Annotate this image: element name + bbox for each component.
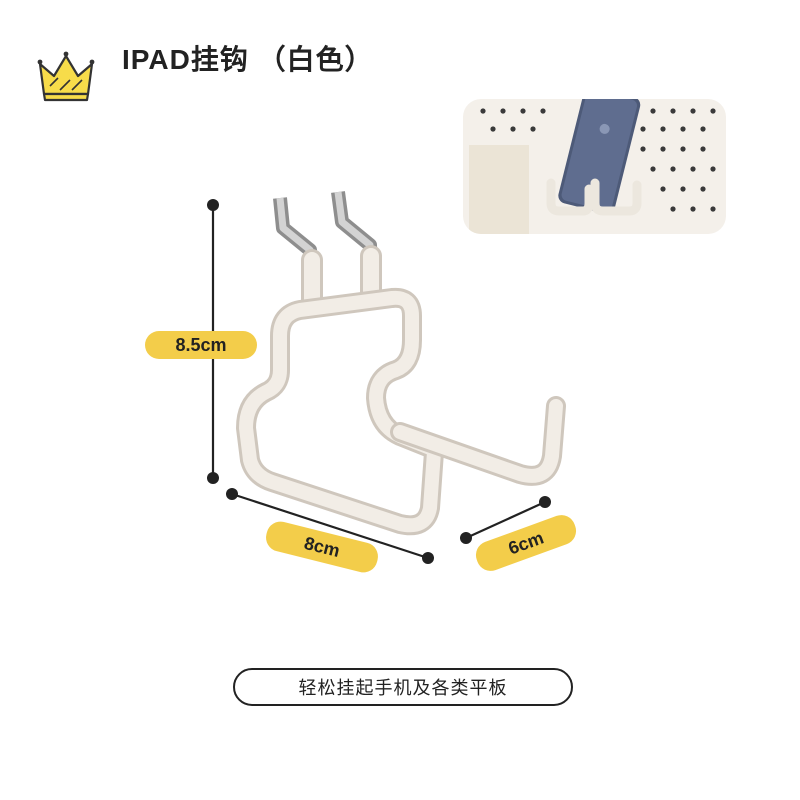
depth-dimension-line: [465, 500, 546, 540]
crown-icon: [37, 51, 95, 102]
width-dimension-line: [231, 492, 429, 560]
page-title: IPAD挂钩 （白色）: [122, 44, 374, 75]
metal-prongs: [273, 191, 378, 276]
header: IPAD挂钩 （白色）: [36, 38, 374, 118]
product-photo: [463, 99, 726, 234]
height-label: 8.5cm: [145, 331, 257, 359]
apple-logo-icon: [599, 123, 610, 134]
caption: 轻松挂起手机及各类平板: [233, 668, 573, 706]
